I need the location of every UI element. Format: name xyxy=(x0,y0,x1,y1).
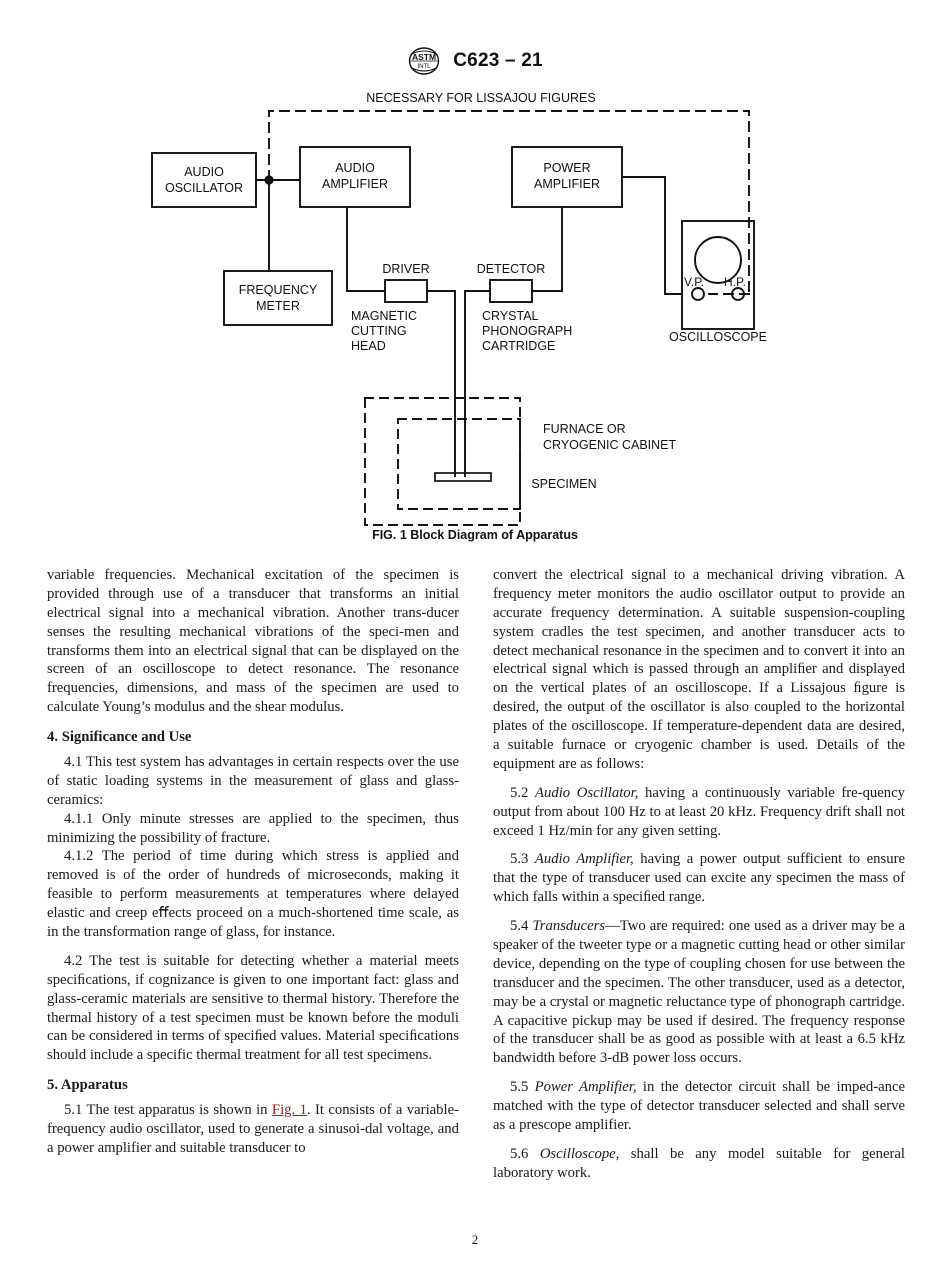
block-frequency-meter xyxy=(223,270,333,326)
lissajou-dashed-path xyxy=(268,110,750,295)
paragraph-5-3-number: 5.3 xyxy=(510,851,535,868)
paragraph-5-4-number: 5.4 xyxy=(510,918,533,935)
right-column: convert the electrical signal to a mecha… xyxy=(493,566,905,1183)
label-cartridge-2: PHONOGRAPH xyxy=(482,324,572,338)
heading-significance-and-use: 4. Significance and Use xyxy=(47,729,192,746)
paragraph-5-5-number: 5.5 xyxy=(510,1079,535,1096)
figure-1-link[interactable]: Fig. 1 xyxy=(271,1102,307,1119)
label-furnace-2: CRYOGENIC CABINET xyxy=(543,438,676,452)
term-audio-amplifier: Audio Amplifier, xyxy=(534,851,634,868)
paragraph-5-5-text: in the detector circuit shall be imped-a… xyxy=(493,1079,906,1134)
label-cutting-head-2: CUTTING xyxy=(351,324,407,338)
label-furnace-1: FURNACE OR xyxy=(543,422,626,436)
paragraph-5-1-text-b: . It consists of a variable-frequency au… xyxy=(47,1102,459,1156)
junction-dot xyxy=(264,175,274,185)
paragraph-5-4: 5.4 Transducers—Two are required: one us… xyxy=(493,917,905,1068)
label-power-amplifier-1: POWER xyxy=(543,161,590,175)
detector-transducer xyxy=(489,279,533,303)
label-detector: DETECTOR xyxy=(477,262,546,276)
specimen-bar xyxy=(434,472,492,482)
paragraph-continued: convert the electrical signal to a mecha… xyxy=(493,567,905,772)
figure-block-diagram: NECESSARY FOR LISSAJOU FIGURES AUDIO OSC… xyxy=(0,88,950,558)
block-audio-amplifier xyxy=(299,146,411,208)
paragraph-5-4-text: —Two are required: one used as a driver … xyxy=(493,918,905,1067)
body-columns: variable frequencies. Mechanical excitat… xyxy=(47,566,905,1183)
term-audio-oscillator: Audio Oscillator, xyxy=(535,784,639,801)
label-audio-oscillator-2: OSCILLATOR xyxy=(165,181,243,195)
label-cutting-head-1: MAGNETIC xyxy=(351,309,417,323)
label-audio-oscillator-1: AUDIO xyxy=(184,165,224,179)
label-frequency-meter-2: METER xyxy=(256,299,300,313)
furnace-inner-box xyxy=(397,418,521,510)
svg-text:ASTM: ASTM xyxy=(412,52,436,62)
paragraph-5-5: 5.5 Power Amplifier, in the detector cir… xyxy=(493,1078,905,1135)
block-audio-oscillator xyxy=(151,152,257,208)
paragraph-5-3-text: having a power output sufficient to ensu… xyxy=(493,851,905,906)
label-driver: DRIVER xyxy=(382,262,429,276)
label-cartridge-3: CARTRIDGE xyxy=(482,339,555,353)
left-column: variable frequencies. Mechanical excitat… xyxy=(47,566,459,1183)
paragraph-5-2-text: having a continuously variable fre-quenc… xyxy=(493,784,905,839)
term-transducers: Transducers xyxy=(532,918,606,935)
vp-terminal xyxy=(691,287,705,301)
label-audio-amplifier-1: AUDIO xyxy=(335,161,375,175)
paragraph-5-2: 5.2 Audio Oscillator, having a continuou… xyxy=(493,784,905,841)
page-number: 2 xyxy=(471,1232,479,1247)
paragraph-5-1-text-a: 5.1 The test apparatus is shown in xyxy=(64,1102,272,1119)
label-power-amplifier-2: AMPLIFIER xyxy=(534,177,600,191)
paragraph-5-1: 5.1 The test apparatus is shown in Fig. … xyxy=(47,1101,459,1158)
hp-terminal xyxy=(731,287,745,301)
paragraph-5-3: 5.3 Audio Amplifier, having a power outp… xyxy=(493,850,905,907)
paragraph-4-2: 4.2 The test is suitable for detecting w… xyxy=(47,952,459,1064)
standard-designation: C623 – 21 xyxy=(453,50,543,71)
label-oscilloscope: OSCILLOSCOPE xyxy=(669,330,767,344)
label-cutting-head-3: HEAD xyxy=(351,339,386,353)
paragraph-4-1: 4.1 This test system has advantages in c… xyxy=(47,754,459,808)
label-lissajou: NECESSARY FOR LISSAJOU FIGURES xyxy=(366,91,595,105)
paragraph-4-1-1: 4.1.1 Only minute stresses are applied t… xyxy=(47,810,459,846)
label-frequency-meter-1: FREQUENCY xyxy=(239,283,318,297)
paragraph-5-6-number: 5.6 xyxy=(510,1145,540,1162)
oscilloscope-screen xyxy=(694,236,742,284)
label-cartridge-1: CRYSTAL xyxy=(482,309,539,323)
block-oscilloscope xyxy=(681,220,755,330)
label-audio-amplifier-2: AMPLIFIER xyxy=(322,177,388,191)
furnace-outer-box xyxy=(364,397,521,526)
svg-text:INTL: INTL xyxy=(418,64,432,70)
label-hp: H.P. xyxy=(724,275,746,289)
paragraph-5-6: 5.6 Oscilloscope, shall be any model sui… xyxy=(493,1145,905,1183)
label-specimen: SPECIMEN xyxy=(531,477,596,491)
page-header: ASTM INTL C623 – 21 xyxy=(0,46,950,76)
paragraph-5-2-number: 5.2 xyxy=(510,784,536,801)
heading-apparatus: 5. Apparatus xyxy=(47,1077,128,1094)
block-diagram-svg: NECESSARY FOR LISSAJOU FIGURES AUDIO OSC… xyxy=(151,91,767,526)
paragraph-intro: variable frequencies. Mechanical excitat… xyxy=(47,567,459,716)
astm-logo-icon: ASTM INTL xyxy=(407,46,441,76)
term-power-amplifier: Power Amplifier, xyxy=(534,1079,637,1096)
term-oscilloscope: Oscilloscope, xyxy=(539,1145,620,1162)
paragraph-5-6-text: shall be any model suitable for general … xyxy=(493,1145,906,1181)
label-vp: V.P. xyxy=(684,275,704,289)
figure-caption: FIG. 1 Block Diagram of Apparatus xyxy=(372,528,578,542)
driver-transducer xyxy=(384,279,428,303)
paragraph-4-1-2: 4.1.2 The period of time during which st… xyxy=(47,848,459,941)
